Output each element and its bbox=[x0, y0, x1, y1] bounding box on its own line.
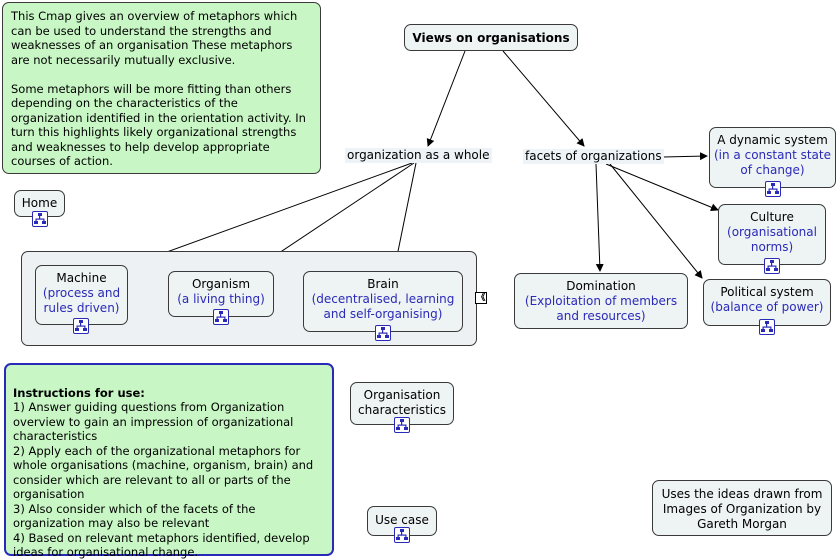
concept-map-link-icon[interactable] bbox=[375, 325, 391, 341]
link-organization-as-whole: organization as a whole bbox=[345, 148, 492, 163]
domination-subtitle: (Exploitation of members and resources) bbox=[524, 294, 678, 323]
root-concept[interactable]: Views on organisations bbox=[404, 24, 578, 51]
organism-title: Organism bbox=[191, 277, 251, 291]
collapse-group-icon[interactable]: 《 bbox=[475, 292, 487, 304]
concept-map-link-icon[interactable] bbox=[765, 181, 781, 197]
machine-title: Machine bbox=[56, 271, 107, 285]
concept-map-link-icon[interactable] bbox=[394, 417, 410, 433]
brain-title: Brain bbox=[367, 277, 399, 291]
domination-node[interactable]: Domination (Exploitation of members and … bbox=[514, 273, 688, 329]
concept-map-link-icon[interactable] bbox=[764, 258, 780, 274]
brain-subtitle: (decentralised, learning and self-organi… bbox=[311, 292, 455, 321]
concept-map-link-icon[interactable] bbox=[394, 527, 410, 543]
organism-subtitle: (a living thing) bbox=[177, 292, 265, 306]
concept-map-link-icon[interactable] bbox=[32, 211, 48, 227]
dynamic-system-title: A dynamic system bbox=[717, 133, 828, 147]
culture-node[interactable]: Culture (organisational norms) bbox=[718, 204, 826, 265]
domination-title: Domination bbox=[566, 279, 636, 293]
brain-node[interactable]: Brain (decentralised, learning and self-… bbox=[303, 271, 463, 332]
instructions-heading: Instructions for use: bbox=[13, 385, 145, 400]
machine-node[interactable]: Machine (process and rules driven) bbox=[35, 265, 128, 325]
intro-note: This Cmap gives an overview of metaphors… bbox=[2, 2, 321, 174]
concept-map-link-icon[interactable] bbox=[73, 318, 89, 334]
concept-map-link-icon[interactable] bbox=[213, 309, 229, 325]
link-facets-of-organizations: facets of organizations bbox=[523, 149, 664, 164]
political-system-title: Political system bbox=[720, 285, 814, 299]
home-label: Home bbox=[21, 196, 58, 210]
dynamic-system-node[interactable]: A dynamic system (in a constant state of… bbox=[709, 127, 836, 188]
culture-title: Culture bbox=[750, 210, 794, 224]
machine-subtitle: (process and rules driven) bbox=[42, 286, 121, 315]
credit-note: Uses the ideas drawn from Images of Orga… bbox=[652, 480, 832, 536]
instructions-note: Instructions for use:1) Answer guiding q… bbox=[4, 363, 334, 559]
political-system-subtitle: (balance of power) bbox=[710, 300, 824, 314]
dynamic-system-subtitle: (in a constant state of change) bbox=[714, 148, 831, 177]
culture-subtitle: (organisational norms) bbox=[727, 225, 817, 254]
instructions-body: 1) Answer guiding questions from Organiz… bbox=[13, 400, 314, 559]
concept-map-link-icon[interactable] bbox=[759, 319, 775, 335]
